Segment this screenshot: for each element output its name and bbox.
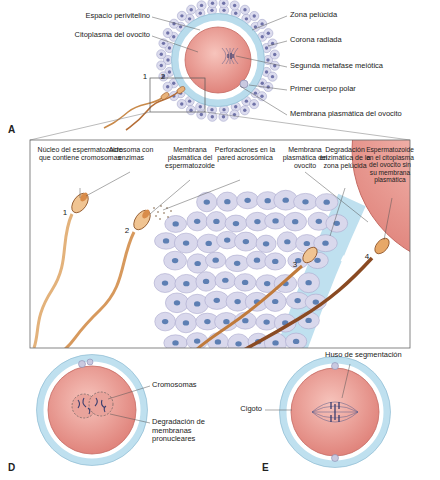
part-label: Espermatozoide en el citoplasma del ovoc…: [366, 146, 414, 184]
oocyte-cytoplasm: [185, 27, 251, 93]
part-label: Cigoto: [220, 405, 262, 414]
meiotic-spindle: [222, 48, 238, 64]
penetration-panel: [30, 32, 440, 354]
callout-number: 2: [158, 72, 168, 81]
part-label: Primer cuerpo polar: [290, 85, 430, 94]
zona-pellucida: [175, 17, 261, 103]
panel-letter: D: [8, 462, 22, 474]
part-label: Corona radiada: [290, 36, 430, 45]
part-label: Perforaciones en la pared acrosómica: [212, 146, 278, 162]
callout-number: 3: [290, 260, 300, 269]
part-label: Citoplasma del ovocito: [40, 31, 150, 40]
zoom-box: [150, 78, 205, 112]
callout-number: 1: [140, 72, 150, 81]
part-label: Degradación de membranas pronucleares: [152, 418, 232, 444]
zygote-e: [265, 357, 391, 468]
part-label: Membrana plasmática del espermatozoide: [158, 146, 222, 170]
part-label: Membrana plasmática del ovocito: [290, 110, 430, 119]
part-label: Segunda metafase meiótica: [290, 62, 435, 71]
callout-number: 1: [60, 208, 70, 217]
callout-number: 4: [362, 252, 372, 261]
part-label: Huso de segmentación: [325, 351, 435, 360]
zygote-d: [37, 355, 151, 466]
part-label: Espacio perivitelino: [40, 12, 150, 21]
part-label: Acrosoma con enzimas: [106, 146, 156, 162]
sperm-tails: [104, 92, 178, 130]
part-label: Cromosomas: [152, 381, 232, 390]
panel-letter: A: [8, 124, 22, 136]
part-label: Zona pelúcida: [290, 11, 430, 20]
callout-number: 2: [122, 226, 132, 235]
acrosome-perforations: [153, 205, 172, 220]
part-label: Degradación enzimática de la zona pelúci…: [318, 146, 372, 170]
panel-letter: E: [262, 462, 276, 474]
